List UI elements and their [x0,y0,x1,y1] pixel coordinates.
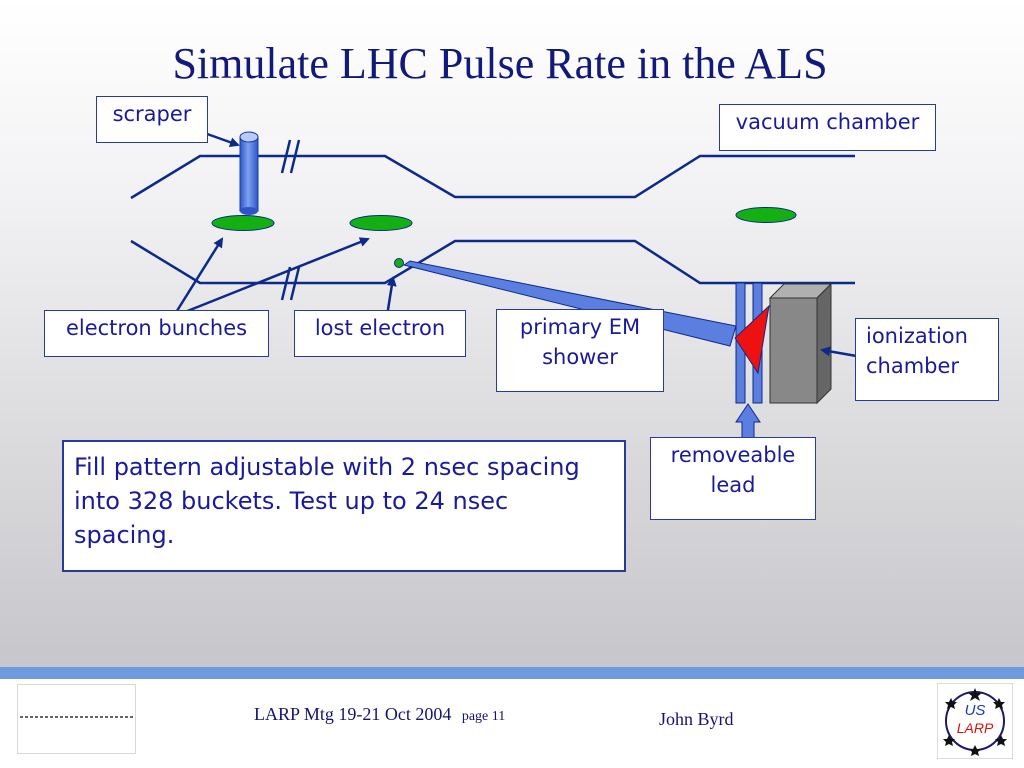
us-larp-logo-graphic [936,682,1014,760]
footer-page-number: page 11 [461,709,506,724]
logo-larp-text: LARP [956,720,994,736]
label-primary-em-shower-line1: primary EM [519,315,641,339]
arrow-bunch-1 [173,237,224,315]
logo-us-text: US [964,702,986,719]
em-shower [734,304,770,375]
label-removeable-lead: removeable lead [650,437,816,520]
slide-title: Simulate LHC Pulse Rate in the ALS [172,39,828,88]
label-ionization-chamber-line1: ionization [866,324,968,348]
label-vacuum-chamber: vacuum chamber [719,104,936,151]
vacuum-chamber-outline [130,154,855,285]
footer-band [0,667,1024,679]
label-scraper: scraper [96,96,208,143]
break-mark-top [280,139,301,174]
electron-bunch [211,215,275,231]
label-removeable-lead-line2: lead [710,473,756,497]
footer-meeting: LARP Mtg 19-21 Oct 2004 page 11 [254,704,505,725]
label-lost-electron-text: lost electron [314,316,446,340]
arrow-bunch-2 [179,237,370,316]
label-removeable-lead-line1: removeable [670,443,796,467]
label-ionization-chamber: ionization chamber [855,318,999,401]
label-scraper-text: scraper [112,102,192,126]
footer-meeting-text: LARP Mtg 19-21 Oct 2004 [254,704,452,724]
footer-logo-left [17,684,136,754]
fill-pattern-note: Fill pattern adjustable with 2 nsec spac… [62,440,626,572]
label-vacuum-chamber-text: vacuum chamber [735,110,920,134]
electron-bunch [349,215,413,231]
star-icon [943,688,1007,756]
label-primary-em-shower-line2: shower [542,345,618,369]
ionization-chamber-block [768,282,833,405]
arrow-removeable-lead [735,403,761,440]
label-electron-bunches: electron bunches [44,310,269,357]
label-lost-electron: lost electron [294,310,466,357]
electron-bunch [735,207,797,223]
scraper-rod [239,131,259,215]
break-mark-bottom [280,266,301,301]
label-ionization-chamber-line2: chamber [866,354,960,378]
logo-fine-print [20,716,133,718]
us-larp-logo: US LARP [936,682,1014,760]
arrow-lost-electron [385,276,397,317]
label-primary-em-shower: primary EM shower [496,309,664,392]
footer [0,679,1024,768]
label-electron-bunches-text: electron bunches [65,316,248,340]
footer-author: John Byrd [659,709,734,729]
lost-electron-dot [394,258,404,268]
